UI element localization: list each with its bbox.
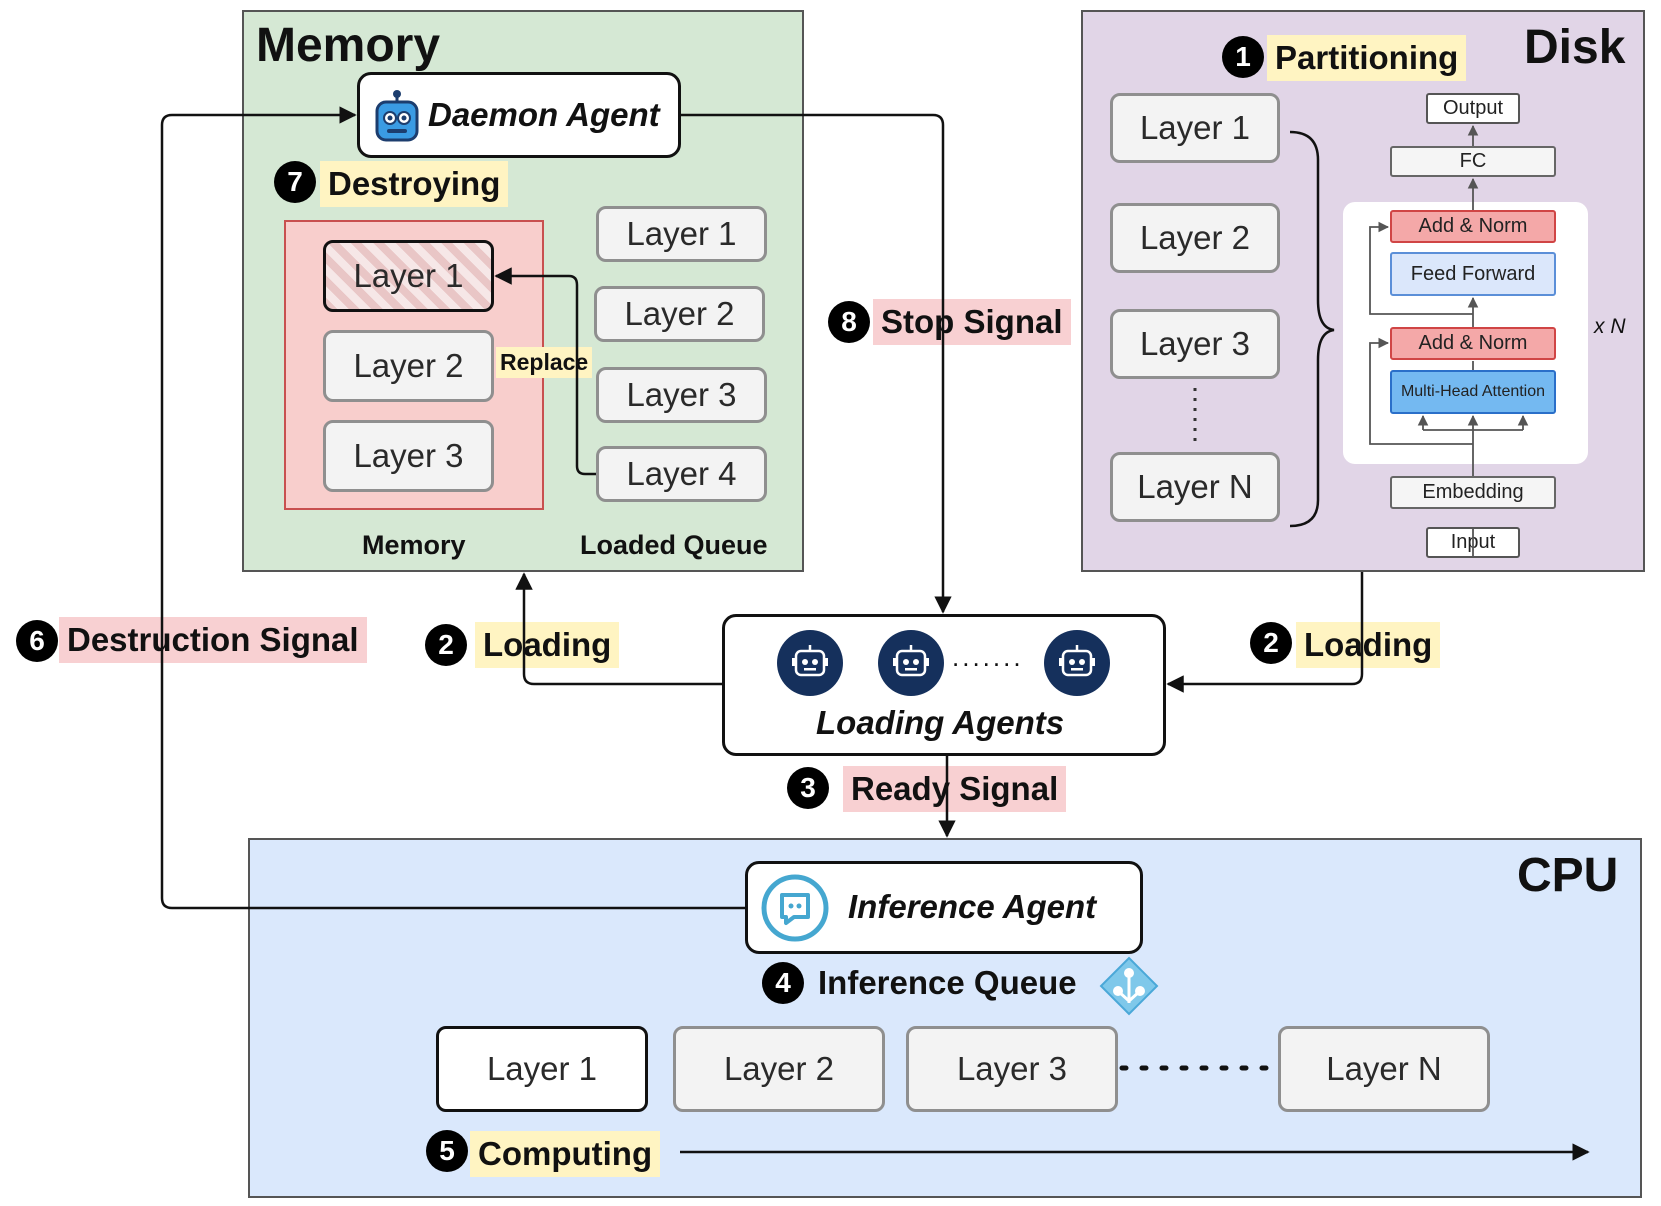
loaded-queue-caption: Loaded Queue xyxy=(580,530,768,560)
memory-layer-2: Layer 2 xyxy=(323,330,494,402)
queue-layer-1-label: Layer 1 xyxy=(626,215,737,252)
cpu-layer-n: Layer N xyxy=(1278,1026,1490,1112)
memory-layer-1-label: Layer 1 xyxy=(353,257,464,294)
queue-layer-2-label: Layer 2 xyxy=(624,295,735,332)
step-3-badge: 3 xyxy=(787,767,829,809)
queue-layer-3-label: Layer 3 xyxy=(626,376,737,413)
queue-layer-4-label: Layer 4 xyxy=(626,455,737,492)
destroying-label: Destroying xyxy=(320,161,509,207)
daemon-agent-label: Daemon Agent xyxy=(428,96,660,133)
cpu-layer-2: Layer 2 xyxy=(673,1026,885,1112)
stop-signal-label: Stop Signal xyxy=(873,299,1071,345)
partitioning-label: Partitioning xyxy=(1267,35,1467,81)
computing-label: Computing xyxy=(470,1131,661,1177)
daemon-robot-icon xyxy=(373,90,421,144)
loading-agents-dots: ....... xyxy=(952,642,1024,672)
step-6-badge: 6 xyxy=(16,620,58,662)
cpu-layer-2-label: Layer 2 xyxy=(723,1050,835,1087)
loading-label-right: Loading xyxy=(1296,622,1441,668)
disk-layer-2: Layer 2 xyxy=(1110,203,1280,273)
step-5-badge: 5 xyxy=(426,1130,468,1172)
inference-agent-label: Inference Agent xyxy=(848,888,1097,925)
loading-agents-label: Loading Agents xyxy=(816,704,1065,741)
ready-signal-label: Ready Signal xyxy=(843,766,1067,812)
disk-panel-title: Disk xyxy=(1524,21,1626,74)
memory-layer-3: Layer 3 xyxy=(323,420,494,492)
step-1-badge: 1 xyxy=(1222,36,1264,78)
tf-add-norm-top: Add & Norm xyxy=(1390,210,1556,243)
disk-layer-n: Layer N xyxy=(1110,452,1280,522)
inference-agent-icon xyxy=(760,873,830,943)
queue-layer-4: Layer 4 xyxy=(596,446,767,502)
queue-layer-2: Layer 2 xyxy=(594,286,765,342)
disk-layer-1: Layer 1 xyxy=(1110,93,1280,163)
tf-output: Output xyxy=(1426,93,1520,124)
loading-robot-icon-1 xyxy=(777,630,843,696)
tf-add-norm-bottom: Add & Norm xyxy=(1390,327,1556,360)
inference-agent-box xyxy=(745,861,1143,954)
cpu-layer-3-label: Layer 3 xyxy=(956,1050,1068,1087)
tf-fc: FC xyxy=(1390,146,1556,177)
cpu-layer-3: Layer 3 xyxy=(906,1026,1118,1112)
step-2-badge-left: 2 xyxy=(425,624,467,666)
tf-feed-forward: Feed Forward xyxy=(1390,252,1556,296)
queue-diamond-icon xyxy=(1098,955,1160,1017)
destruction-signal-label: Destruction Signal xyxy=(59,617,367,663)
inference-queue-label: Inference Queue xyxy=(818,964,1077,1001)
cpu-layer-1: Layer 1 xyxy=(436,1026,648,1112)
queue-layer-3: Layer 3 xyxy=(596,367,767,423)
disk-layer-1-label: Layer 1 xyxy=(1139,109,1251,146)
memory-layer-2-label: Layer 2 xyxy=(353,347,464,384)
disk-layer-n-label: Layer N xyxy=(1137,468,1253,505)
loading-robot-icon-2 xyxy=(878,630,944,696)
memory-caption: Memory xyxy=(362,530,466,560)
tf-embedding: Embedding xyxy=(1390,476,1556,509)
step-8-badge: 8 xyxy=(828,301,870,343)
step-4-badge: 4 xyxy=(762,962,804,1004)
step-7-badge: 7 xyxy=(274,161,316,203)
tf-attention: Multi-Head Attention xyxy=(1390,370,1556,414)
queue-layer-1: Layer 1 xyxy=(596,206,767,262)
tf-repeat-label: x N xyxy=(1594,315,1626,338)
loading-robot-icon-3 xyxy=(1044,630,1110,696)
memory-layer-1: Layer 1 xyxy=(323,240,494,312)
memory-panel-title: Memory xyxy=(256,19,441,72)
loading-label-left: Loading xyxy=(475,622,620,668)
disk-layer-3-label: Layer 3 xyxy=(1139,325,1251,362)
cpu-layer-1-label: Layer 1 xyxy=(486,1050,598,1087)
memory-layer-3-label: Layer 3 xyxy=(353,437,464,474)
disk-layer-3: Layer 3 xyxy=(1110,309,1280,379)
disk-layer-2-label: Layer 2 xyxy=(1139,219,1251,256)
cpu-panel-title: CPU xyxy=(1517,849,1619,902)
step-2-badge-right: 2 xyxy=(1250,622,1292,664)
cpu-layer-n-label: Layer N xyxy=(1326,1050,1442,1087)
